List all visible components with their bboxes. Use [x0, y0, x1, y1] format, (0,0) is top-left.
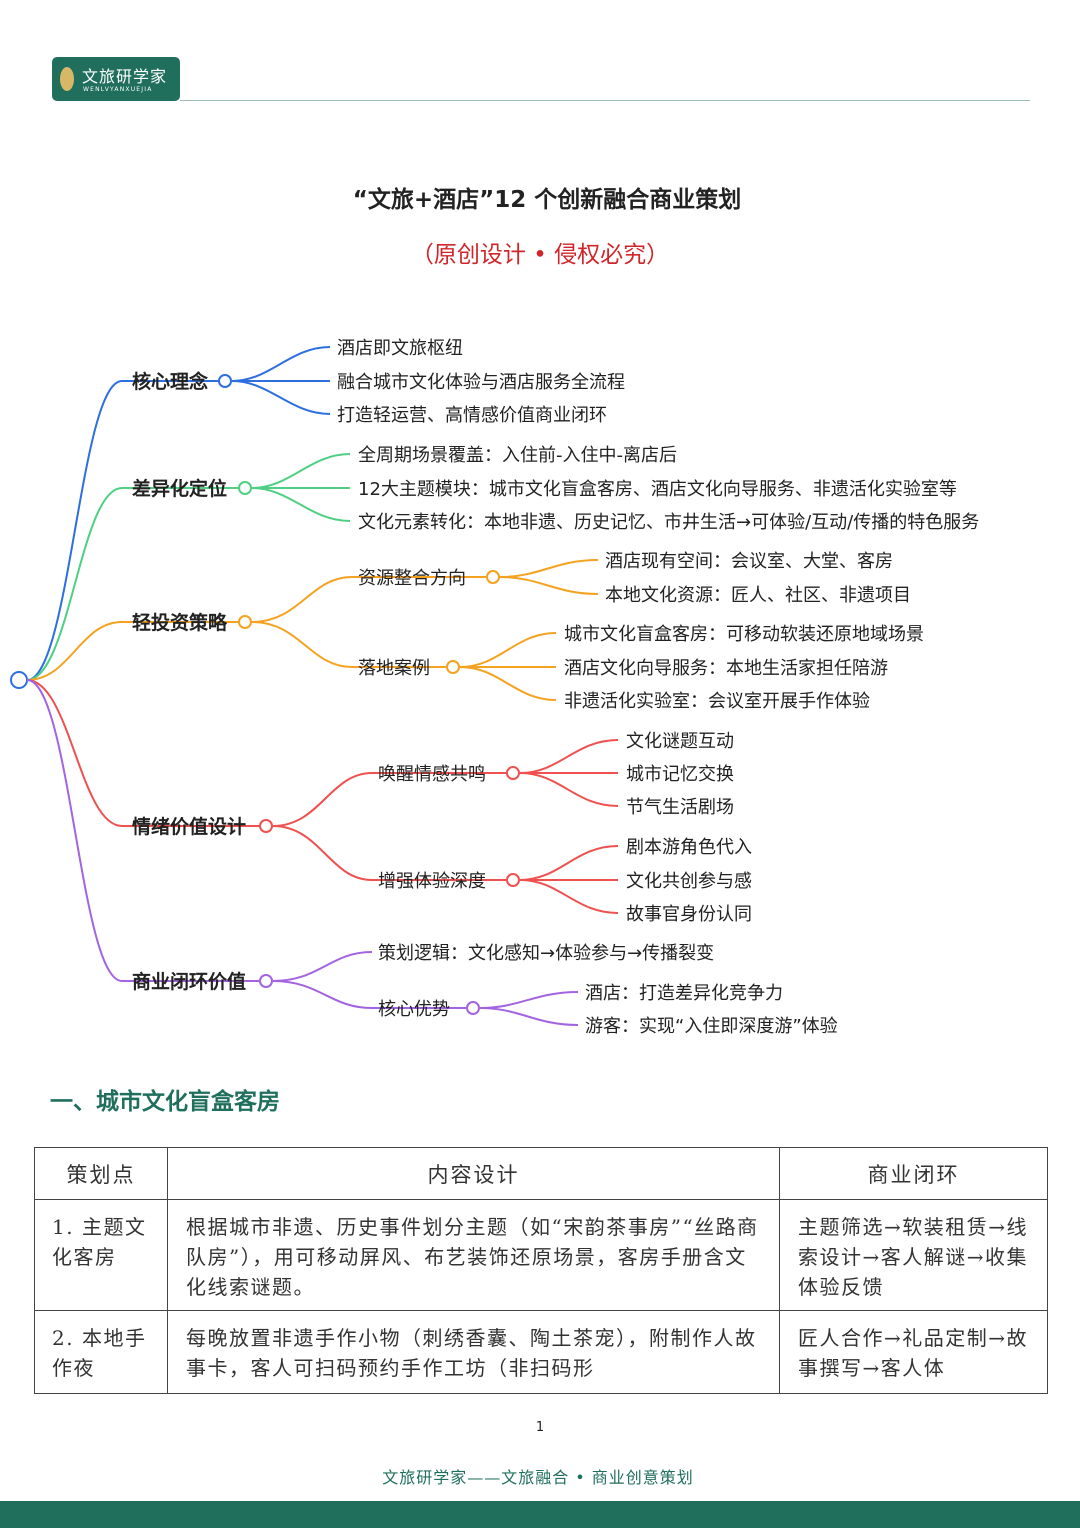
mindmap-emotion-label: 情绪价值设计: [132, 815, 246, 838]
document-subtitle: （原创设计 • 侵权必究）: [410, 242, 670, 268]
mindmap-root-node: [10, 671, 28, 689]
mindmap-core-item: 酒店即文旅枢纽: [337, 338, 463, 359]
mindmap-case-item: 城市文化盲盒客房：可移动软装还原地域场景: [564, 624, 924, 645]
table-cell-loop: 主题筛选→软装租赁→线索设计→客人解谜→收集体验反馈: [779, 1199, 1048, 1311]
column-header: 商业闭环: [779, 1147, 1048, 1200]
mindmap-resource-item: 本地文化资源：匠人、社区、非遗项目: [605, 585, 911, 606]
section-heading: 一、城市文化盲盒客房: [50, 1089, 280, 1115]
mindmap-closed-logic: 策划逻辑：文化感知→体验参与→传播裂变: [378, 943, 714, 964]
table-cell-content: 每晚放置非遗手作小物（刺绣香囊、陶土茶宠），附制作人故事卡，客人可扫码预约手作工…: [167, 1310, 780, 1394]
mindmap-deepen-item: 剧本游角色代入: [626, 837, 752, 858]
branch-cases-node: [446, 660, 460, 674]
table-cell-point: 1. 主题文化客房: [34, 1199, 168, 1311]
mindmap-awaken-item: 城市记忆交换: [626, 764, 734, 785]
mindmap-advantage-item: 酒店：打造差异化竞争力: [585, 983, 783, 1004]
mind-map: 核心理念 酒店即文旅枢纽 融合城市文化体验与酒店服务全流程 打造轻运营、高情感价…: [10, 338, 979, 1037]
mindmap-core-label: 核心理念: [132, 370, 208, 393]
branch-advantage-node: [466, 1001, 480, 1015]
footer-text: 文旅研学家——文旅融合 • 商业创意策划: [382, 1468, 694, 1487]
branch-resource-node: [486, 570, 500, 584]
mindmap-awaken-item: 节气生活剧场: [626, 797, 734, 818]
mindmap-deepen-item: 文化共创参与感: [626, 871, 752, 892]
logo-pinyin: WENLVYANXUEJIA: [83, 86, 153, 93]
leaf-icon: [60, 67, 74, 91]
mindmap-advantage-item: 游客：实现“入住即深度游”体验: [585, 1016, 838, 1037]
column-header: 策划点: [34, 1147, 168, 1200]
mindmap-cases-label: 落地案例: [358, 658, 430, 679]
mindmap-light-label: 轻投资策略: [132, 611, 228, 634]
mindmap-advantage-label: 核心优势: [378, 999, 450, 1020]
branch-deepen-node: [506, 873, 520, 887]
branch-light-links: [26, 559, 599, 701]
mindmap-diff-item: 12大主题模块：城市文化盲盒客房、酒店文化向导服务、非遗活化实验室等: [358, 479, 957, 500]
mindmap-deepen-label: 增强体验深度: [378, 871, 486, 892]
mindmap-diff-item: 全周期场景覆盖：入住前-入住中-离店后: [358, 445, 677, 466]
branch-diff-node: [238, 481, 252, 495]
mindmap-resource-label: 资源整合方向: [358, 568, 466, 589]
branch-light-node: [238, 615, 252, 629]
table-cell-loop: 匠人合作→礼品定制→故事撰写→客人体: [779, 1310, 1048, 1394]
mindmap-deepen-item: 故事官身份认同: [626, 904, 752, 925]
mindmap-awaken-label: 唤醒情感共鸣: [378, 764, 486, 785]
mindmap-awaken-item: 文化谜题互动: [626, 731, 734, 752]
brand-logo: 文旅研学家 WENLVYANXUEJIA: [52, 57, 180, 101]
branch-awaken-node: [506, 766, 520, 780]
document-title: “文旅+酒店”12 个创新融合商业策划: [352, 187, 742, 213]
mindmap-core-item: 打造轻运营、高情感价值商业闭环: [337, 405, 607, 426]
logo-name: 文旅研学家: [82, 67, 168, 86]
mindmap-resource-item: 酒店现有空间：会议室、大堂、客房: [605, 551, 893, 572]
branch-closed-links: [26, 679, 579, 1026]
mindmap-diff-label: 差异化定位: [132, 477, 227, 500]
branch-diff-links: [26, 453, 351, 681]
mindmap-closed-label: 商业闭环价值: [132, 970, 246, 993]
planning-table: 策划点 内容设计 商业闭环 1. 主题文化客房 根据城市非遗、历史事件划分主题（…: [34, 1147, 1048, 1394]
branch-closed-node: [259, 974, 273, 988]
table-cell-content: 根据城市非遗、历史事件划分主题（如“宋韵茶事房”“丝路商队房”），用可移动屏风、…: [167, 1199, 780, 1311]
mindmap-case-item: 酒店文化向导服务：本地生活家担任陪游: [564, 658, 888, 679]
column-header: 内容设计: [167, 1147, 780, 1200]
mindmap-case-item: 非遗活化实验室：会议室开展手作体验: [564, 691, 870, 712]
table-cell-point: 2. 本地手作夜: [34, 1310, 168, 1394]
mindmap-core-item: 融合城市文化体验与酒店服务全流程: [337, 372, 625, 393]
header-divider: [180, 100, 1030, 101]
page-number: 1: [535, 1420, 545, 1435]
mindmap-diff-item: 文化元素转化：本地非遗、历史记忆、市井生活→可体验/互动/传播的特色服务: [358, 512, 979, 533]
table-header-row: 策划点 内容设计 商业闭环: [34, 1147, 1048, 1200]
branch-emotion-links: [26, 679, 619, 914]
table-row: 1. 主题文化客房 根据城市非遗、历史事件划分主题（如“宋韵茶事房”“丝路商队房…: [34, 1199, 1048, 1311]
branch-emotion-node: [259, 819, 273, 833]
branch-core-links: [26, 346, 331, 681]
branch-core-node: [218, 374, 232, 388]
table-row: 2. 本地手作夜 每晚放置非遗手作小物（刺绣香囊、陶土茶宠），附制作人故事卡，客…: [34, 1310, 1048, 1394]
footer-bar: [0, 1501, 1080, 1528]
